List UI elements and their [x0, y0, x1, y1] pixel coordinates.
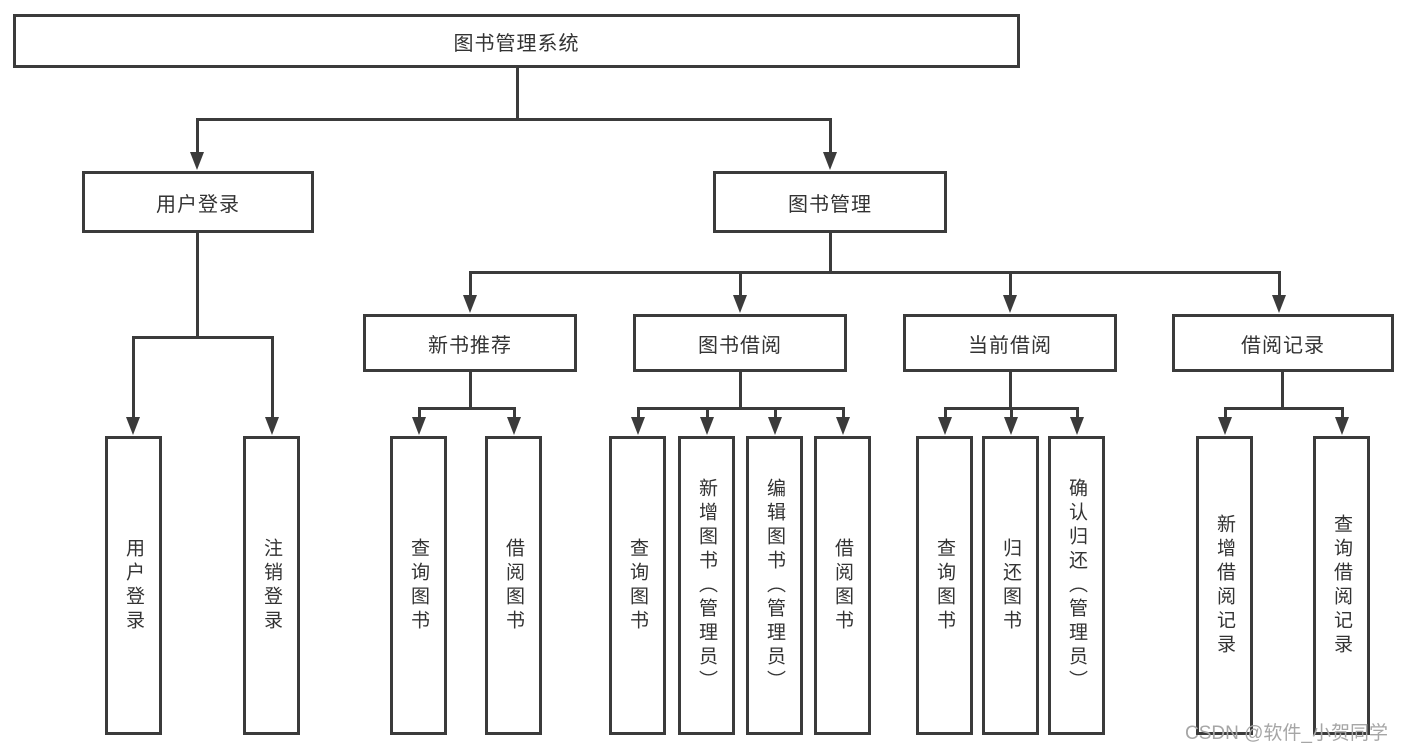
node-new-book-recommend: 新书推荐 — [363, 314, 577, 372]
connector-line — [1009, 372, 1012, 409]
node-book-borrowing: 图书借阅 — [633, 314, 847, 372]
connector-line — [1278, 271, 1281, 297]
arrow-down-icon — [190, 152, 204, 170]
arrow-down-icon — [463, 295, 477, 313]
connector-line — [637, 407, 640, 419]
connector-line — [829, 118, 832, 154]
connector-line — [1010, 407, 1013, 419]
leaf-borrow-books-recommend: 借阅图书 — [485, 436, 542, 735]
leaf-confirm-return-admin: 确认归还（管理员） — [1048, 436, 1105, 735]
connector-line — [469, 271, 472, 297]
connector-line — [132, 336, 135, 418]
node-library-management-system: 图书管理系统 — [13, 14, 1020, 68]
arrow-down-icon — [1335, 417, 1349, 435]
arrow-down-icon — [265, 417, 279, 435]
node-book-management: 图书管理 — [713, 171, 947, 233]
connector-line — [706, 407, 709, 419]
arrow-down-icon — [768, 417, 782, 435]
connector-line — [469, 372, 472, 409]
connector-line — [132, 336, 274, 339]
connector-line — [1341, 407, 1344, 419]
connector-line — [944, 407, 947, 419]
leaf-add-borrow-record: 新增借阅记录 — [1196, 436, 1253, 735]
connector-line — [271, 336, 274, 418]
connector-line — [842, 407, 845, 419]
connector-line — [418, 407, 515, 410]
arrow-down-icon — [631, 417, 645, 435]
node-borrowing-records: 借阅记录 — [1172, 314, 1394, 372]
connector-line — [513, 407, 516, 419]
connector-line — [774, 407, 777, 419]
arrow-down-icon — [412, 417, 426, 435]
leaf-logout: 注销登录 — [243, 436, 300, 735]
connector-line — [1224, 407, 1343, 410]
connector-line — [829, 233, 832, 274]
arrow-down-icon — [1004, 417, 1018, 435]
arrow-down-icon — [1003, 295, 1017, 313]
arrow-down-icon — [823, 152, 837, 170]
arrow-down-icon — [938, 417, 952, 435]
leaf-query-books-borrow: 查询图书 — [609, 436, 666, 735]
arrow-down-icon — [1218, 417, 1232, 435]
connector-line — [1224, 407, 1227, 419]
connector-line — [196, 118, 199, 154]
arrow-down-icon — [700, 417, 714, 435]
leaf-return-books: 归还图书 — [982, 436, 1039, 735]
arrow-down-icon — [126, 417, 140, 435]
leaf-query-borrow-record: 查询借阅记录 — [1313, 436, 1370, 735]
connector-line — [196, 233, 199, 338]
csdn-watermark: CSDN @软件_小贺同学 — [1185, 723, 1388, 744]
connector-line — [1281, 372, 1284, 409]
connector-line — [1076, 407, 1079, 419]
connector-line — [739, 372, 742, 409]
arrow-down-icon — [1272, 295, 1286, 313]
leaf-add-book-admin: 新增图书（管理员） — [678, 436, 735, 735]
node-current-borrowing: 当前借阅 — [903, 314, 1117, 372]
connector-line — [637, 407, 844, 410]
arrow-down-icon — [1070, 417, 1084, 435]
connector-line — [739, 271, 742, 297]
leaf-edit-book-admin: 编辑图书（管理员） — [746, 436, 803, 735]
arrow-down-icon — [733, 295, 747, 313]
connector-line — [197, 118, 832, 121]
connector-line — [418, 407, 421, 419]
node-user-login: 用户登录 — [82, 171, 314, 233]
connector-line — [469, 271, 1281, 274]
connector-line — [516, 66, 519, 120]
connector-line — [1009, 271, 1012, 297]
leaf-query-books-recommend: 查询图书 — [390, 436, 447, 735]
leaf-borrow-books: 借阅图书 — [814, 436, 871, 735]
arrow-down-icon — [836, 417, 850, 435]
leaf-user-login: 用户登录 — [105, 436, 162, 735]
arrow-down-icon — [507, 417, 521, 435]
leaf-query-books-current: 查询图书 — [916, 436, 973, 735]
